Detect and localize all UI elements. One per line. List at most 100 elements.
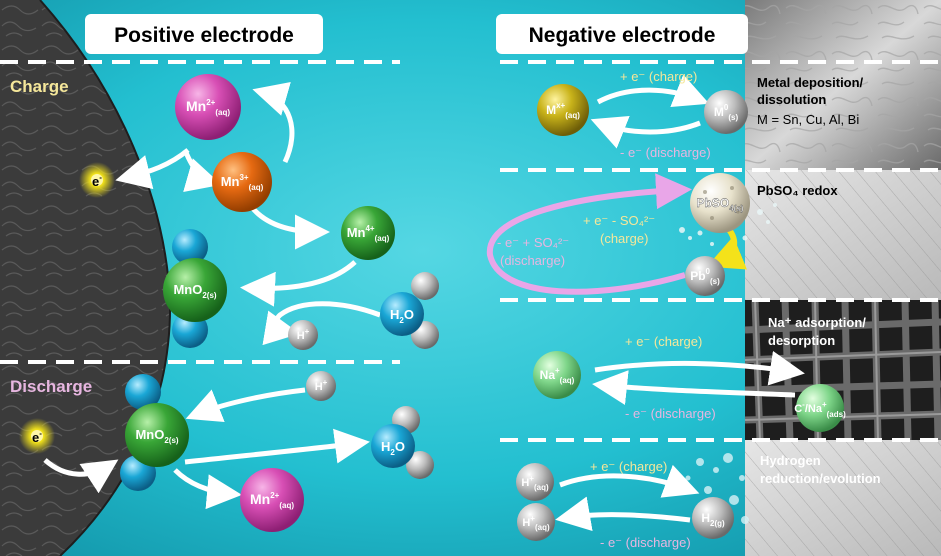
- metal-right-sub: (s): [728, 113, 738, 122]
- svg-text:H+: H+: [315, 378, 328, 393]
- header-positive-text: Positive electrode: [114, 24, 294, 47]
- svg-text:H+: H+: [297, 327, 310, 342]
- arrow-mno2-to-mn2: [173, 468, 242, 510]
- electron-discharge: e-: [19, 418, 55, 454]
- h2o-discharge-sub: 2: [390, 448, 395, 457]
- h-top-sub: (aq): [534, 483, 549, 492]
- hydrogen-title-1: Hydrogen: [760, 453, 821, 468]
- arrow-h2o-to-h: [262, 301, 381, 346]
- metal-left-sub: (aq): [565, 111, 580, 120]
- panel-hydrogen: [745, 440, 941, 556]
- mno2-charge-base: MnO: [173, 282, 202, 297]
- sodium-charge-text: + e⁻ (charge): [625, 334, 702, 349]
- arrow-h-discharge: [555, 496, 691, 532]
- cna-base: C: [794, 403, 802, 415]
- svg-text:MnO2(s): MnO2(s): [135, 427, 178, 445]
- svg-text:Mn2+(aq): Mn2+(aq): [186, 98, 230, 117]
- sphere-mn4-charge: Mn4+(aq): [341, 206, 395, 260]
- arrow-mn2-to-mn3: [182, 149, 222, 192]
- pbso4-section: PbSO₄ redox + e⁻ - SO₄²⁻ (charge) - e⁻ +…: [486, 173, 838, 296]
- pb-bottom-base: Pb: [690, 269, 705, 283]
- discharge-label: Discharge: [10, 377, 92, 396]
- svg-text:Mn3+(aq): Mn3+(aq): [221, 173, 264, 192]
- hydrogen-bubbles: [685, 453, 749, 524]
- svg-text:C-/Na+(ads): C-/Na+(ads): [794, 400, 846, 419]
- mn4-charge-sub: (aq): [375, 234, 390, 243]
- pbso4-title: PbSO₄ redox: [757, 183, 838, 198]
- hydrogen-section: Hydrogen reduction/evolution + e⁻ (charg…: [516, 453, 881, 550]
- svg-text:MnO2(s): MnO2(s): [173, 282, 216, 300]
- svg-text:PbSO4(s): PbSO4(s): [697, 196, 744, 213]
- pb-bottom-sup: 0: [706, 267, 711, 276]
- h2-sub: 2(g): [710, 519, 725, 528]
- panel-metal-deposition: [745, 0, 941, 170]
- mn4-charge-base: Mn: [347, 225, 366, 240]
- sphere-h-charge: H+: [288, 320, 318, 350]
- na-left-sub: (aq): [560, 376, 575, 385]
- mno2-discharge-sub: 2(s): [164, 436, 179, 445]
- mn2-charge-sup: 2+: [206, 98, 215, 107]
- mn2-discharge-base: Mn: [250, 491, 270, 507]
- molecule-h2o-charge: H2O: [380, 272, 439, 349]
- h-top-base: H: [521, 477, 529, 489]
- arrow-mn3-to-mn4: [248, 203, 330, 250]
- molecule-mno2-charge: MnO2(s): [163, 229, 227, 348]
- sodium-discharge-text: - e⁻ (discharge): [625, 406, 716, 421]
- svg-text:Pb0(s): Pb0(s): [690, 267, 720, 286]
- metal-title-2: dissolution: [757, 92, 826, 107]
- mn3-charge-base: Mn: [221, 174, 240, 189]
- metal-title-1: Metal deposition/: [757, 75, 864, 90]
- pbso4-charge-1: + e⁻ - SO₄²⁻: [583, 213, 655, 228]
- cna-sup2: +: [822, 400, 827, 409]
- cna-sup: -: [802, 400, 805, 409]
- mno2-discharge-base: MnO: [135, 427, 164, 442]
- sphere-mn3-charge: Mn3+(aq): [212, 152, 272, 212]
- metal-right-base: M: [714, 105, 724, 119]
- mn2-discharge-sub: (aq): [279, 501, 294, 510]
- separator-lines: [0, 60, 941, 442]
- svg-text:M0(s): M0(s): [714, 103, 739, 122]
- cna-sub: (ads): [827, 410, 846, 419]
- svg-text:Mn4+(aq): Mn4+(aq): [347, 224, 390, 243]
- svg-text:e-: e-: [32, 429, 42, 445]
- charge-arrows: [115, 82, 381, 346]
- header-negative: Negative electrode: [496, 14, 748, 54]
- na-left-sup: +: [555, 366, 560, 375]
- hydrogen-title-2: reduction/evolution: [760, 471, 881, 486]
- svg-text:H2(g): H2(g): [701, 511, 725, 528]
- svg-text:H2O: H2O: [381, 439, 405, 457]
- h2o-charge-tail: O: [404, 307, 414, 322]
- svg-text:H+(aq): H+(aq): [521, 474, 549, 492]
- svg-text:Na+(aq): Na+(aq): [540, 366, 575, 385]
- arrow-mn2-to-e: [115, 148, 190, 190]
- pbso4-top-base: PbSO: [697, 196, 730, 210]
- svg-text:H+(aq): H+(aq): [522, 514, 550, 532]
- arrow-metal-charge: [596, 74, 710, 107]
- electron-charge: e-: [79, 162, 115, 198]
- mn3-charge-sup: 3+: [239, 173, 248, 182]
- header-positive: Positive electrode: [85, 14, 323, 54]
- molecule-mno2-discharge: MnO2(s): [120, 374, 189, 491]
- h-discharge-base: H: [315, 381, 323, 393]
- positive-electrode-surface: [0, 0, 172, 556]
- h2o-discharge-base: H: [381, 439, 390, 454]
- metal-left-sup: x+: [556, 101, 565, 110]
- arrow-na-discharge: [592, 370, 796, 405]
- sphere-h-discharge: H+: [306, 371, 336, 401]
- electron-charge-sup: -: [99, 173, 102, 182]
- svg-text:H2O: H2O: [390, 307, 414, 325]
- hydrogen-discharge-text: - e⁻ (discharge): [600, 535, 691, 550]
- sodium-section: Na⁺ adsorption/ desorption + e⁻ (charge)…: [533, 315, 866, 432]
- h2o-charge-sub: 2: [399, 316, 404, 325]
- h-charge-sup: +: [305, 327, 310, 336]
- metal-left-base: M: [546, 103, 556, 117]
- pbso4-discharge-2: (discharge): [500, 253, 565, 268]
- mn2-charge-sub: (aq): [215, 108, 230, 117]
- arrow-metal-discharge: [590, 116, 701, 149]
- electron-discharge-base: e: [32, 430, 39, 445]
- arrow-mno2-to-h2o: [184, 428, 370, 465]
- h2o-charge-base: H: [390, 307, 399, 322]
- svg-text:Mn2+(aq): Mn2+(aq): [250, 491, 294, 510]
- mn2-charge-base: Mn: [186, 98, 206, 114]
- arrow-h-to-mno2: [185, 387, 306, 422]
